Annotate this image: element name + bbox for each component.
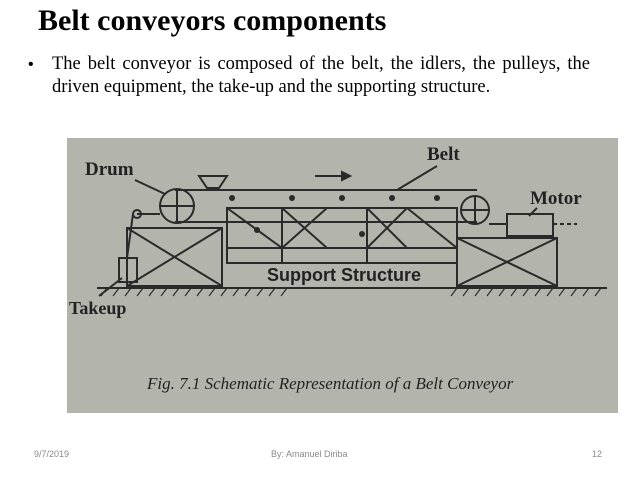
bullet-dot-icon: • [28, 56, 34, 73]
footer-page-number: 12 [592, 449, 603, 459]
belt-label: Belt [427, 144, 460, 165]
support-structure-label: Support Structure [267, 265, 422, 285]
conveyor-figure: Drum Belt Motor Support Structure Takeup… [67, 138, 618, 413]
ground-hatching [100, 287, 602, 297]
frame-middle [226, 207, 458, 264]
takeup-label: Takeup [69, 298, 127, 318]
conveyor-diagram [97, 165, 607, 297]
hopper [197, 175, 229, 189]
footer-date: 9/7/2019 [34, 449, 70, 459]
motor-label: Motor [530, 188, 582, 209]
drum-label: Drum [85, 159, 134, 180]
footer-author: By: Amanuel Diriba [271, 449, 348, 459]
bullet-text: The belt conveyor is composed of the bel… [52, 54, 590, 97]
frame-right [456, 237, 558, 287]
motor-body [506, 213, 554, 237]
takeup-weight [118, 257, 138, 283]
figure-caption: Fig. 7.1 Schematic Representation of a B… [147, 374, 514, 393]
bullet-item: • The belt conveyor is composed of the b… [28, 53, 590, 99]
slide-title: Belt conveyors components [38, 4, 387, 37]
